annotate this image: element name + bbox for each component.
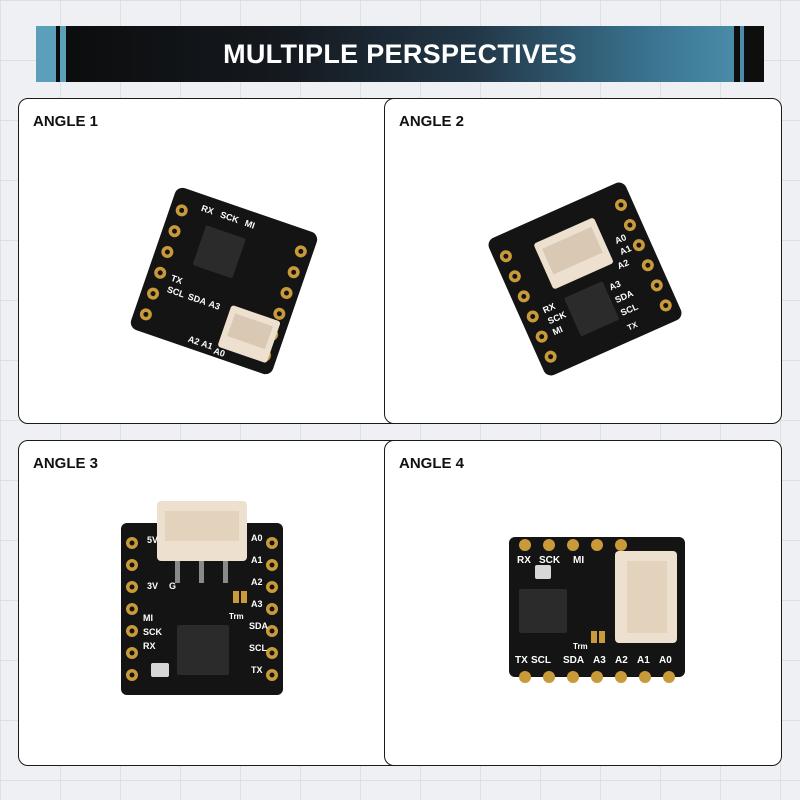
panel-angle-2: ANGLE 2 RX SCK MI A3 SDA SCL A2 A1 A0	[384, 98, 782, 424]
silk-a2: A2	[616, 257, 631, 271]
silk-rx: RX	[143, 641, 156, 651]
silk-mi: MI	[551, 324, 564, 337]
panel-angle-1: ANGLE 1 RX SCK MI TX SCL SDA A3 A2	[18, 98, 416, 424]
silk-tx: TX	[251, 665, 263, 675]
banner-accent-left-thin	[60, 26, 66, 82]
banner-accent-left	[36, 26, 56, 82]
panel-label: ANGLE 3	[33, 455, 99, 472]
chip	[193, 225, 246, 279]
pcb-board	[488, 182, 682, 376]
silk-5v: 5V	[147, 535, 158, 545]
silk-tx: TX	[515, 655, 528, 666]
panel-label: ANGLE 4	[399, 455, 465, 472]
banner-accent-right	[744, 26, 764, 82]
silk-sck: SCK	[539, 555, 561, 566]
pcb-board	[121, 523, 283, 695]
silk-g: G	[169, 581, 176, 591]
silk-a0: A0	[251, 533, 263, 543]
silk-a0: A0	[212, 346, 226, 359]
board-photo-angle-1: RX SCK MI TX SCL SDA A3 A2 A1 A0	[130, 187, 318, 375]
silk-a3: A3	[251, 599, 263, 609]
silk-a3: A3	[593, 655, 606, 666]
silk-rx: RX	[517, 555, 531, 566]
pad-row-bottom	[519, 671, 675, 683]
silk-a2: A2	[615, 655, 628, 666]
silk-a1: A1	[200, 338, 214, 351]
panel-label: ANGLE 2	[399, 113, 465, 130]
silk-a2: A2	[251, 577, 263, 587]
silk-sda: SDA	[563, 655, 584, 666]
chip	[519, 589, 567, 633]
silk-sck: SCK	[143, 627, 163, 637]
board-photo-angle-3: G 3V 5V A0 A1 A2 A3 SDA SCL TX MI SCK RX…	[121, 501, 283, 695]
panel-angle-4: ANGLE 4 RX SCK MI TX SCL SDA A3 A2	[384, 440, 782, 766]
page-title: MULTIPLE PERSPECTIVES	[223, 39, 577, 69]
silk-3v: 3V	[147, 581, 158, 591]
silk-a1: A1	[251, 555, 263, 565]
sensor-cap	[151, 663, 169, 677]
silk-mi: MI	[244, 218, 257, 231]
chip	[564, 281, 619, 336]
silk-a1: A1	[637, 655, 650, 666]
silk-a3: A3	[608, 278, 623, 292]
banner-accent-right-thin	[734, 26, 740, 82]
silk-rx: RX	[200, 203, 215, 217]
silk-a0: A0	[659, 655, 672, 666]
panel-angle-3: ANGLE 3 G 3V 5V A0 A1 A2 A3	[18, 440, 416, 766]
silk-rx: RX	[541, 301, 557, 315]
silk-a1: A1	[618, 243, 633, 257]
panel-label: ANGLE 1	[33, 113, 99, 130]
silk-trim: Trm	[229, 612, 244, 621]
silk-a3: A3	[207, 299, 221, 312]
silk-tx: TX	[170, 273, 184, 286]
silk-scl: SCL	[531, 655, 551, 666]
silk-sda: SDA	[249, 621, 269, 631]
silk-a2: A2	[187, 334, 201, 347]
silk-scl: SCL	[249, 643, 268, 653]
silk-a0: A0	[613, 232, 628, 246]
title-banner: MULTIPLE PERSPECTIVES	[36, 26, 764, 82]
sensor-cap	[535, 565, 551, 579]
chip	[177, 625, 229, 675]
board-photo-angle-4: RX SCK MI TX SCL SDA A3 A2 A1 A0 Trm	[509, 537, 685, 683]
silk-tx: TX	[626, 320, 640, 333]
silk-mi: MI	[573, 555, 584, 566]
silk-mi: MI	[143, 613, 153, 623]
pad-row-top	[519, 539, 627, 551]
silk-trim: Trm	[573, 642, 588, 651]
board-photo-angle-2: RX SCK MI A3 SDA SCL A2 A1 A0 TX	[488, 182, 682, 376]
